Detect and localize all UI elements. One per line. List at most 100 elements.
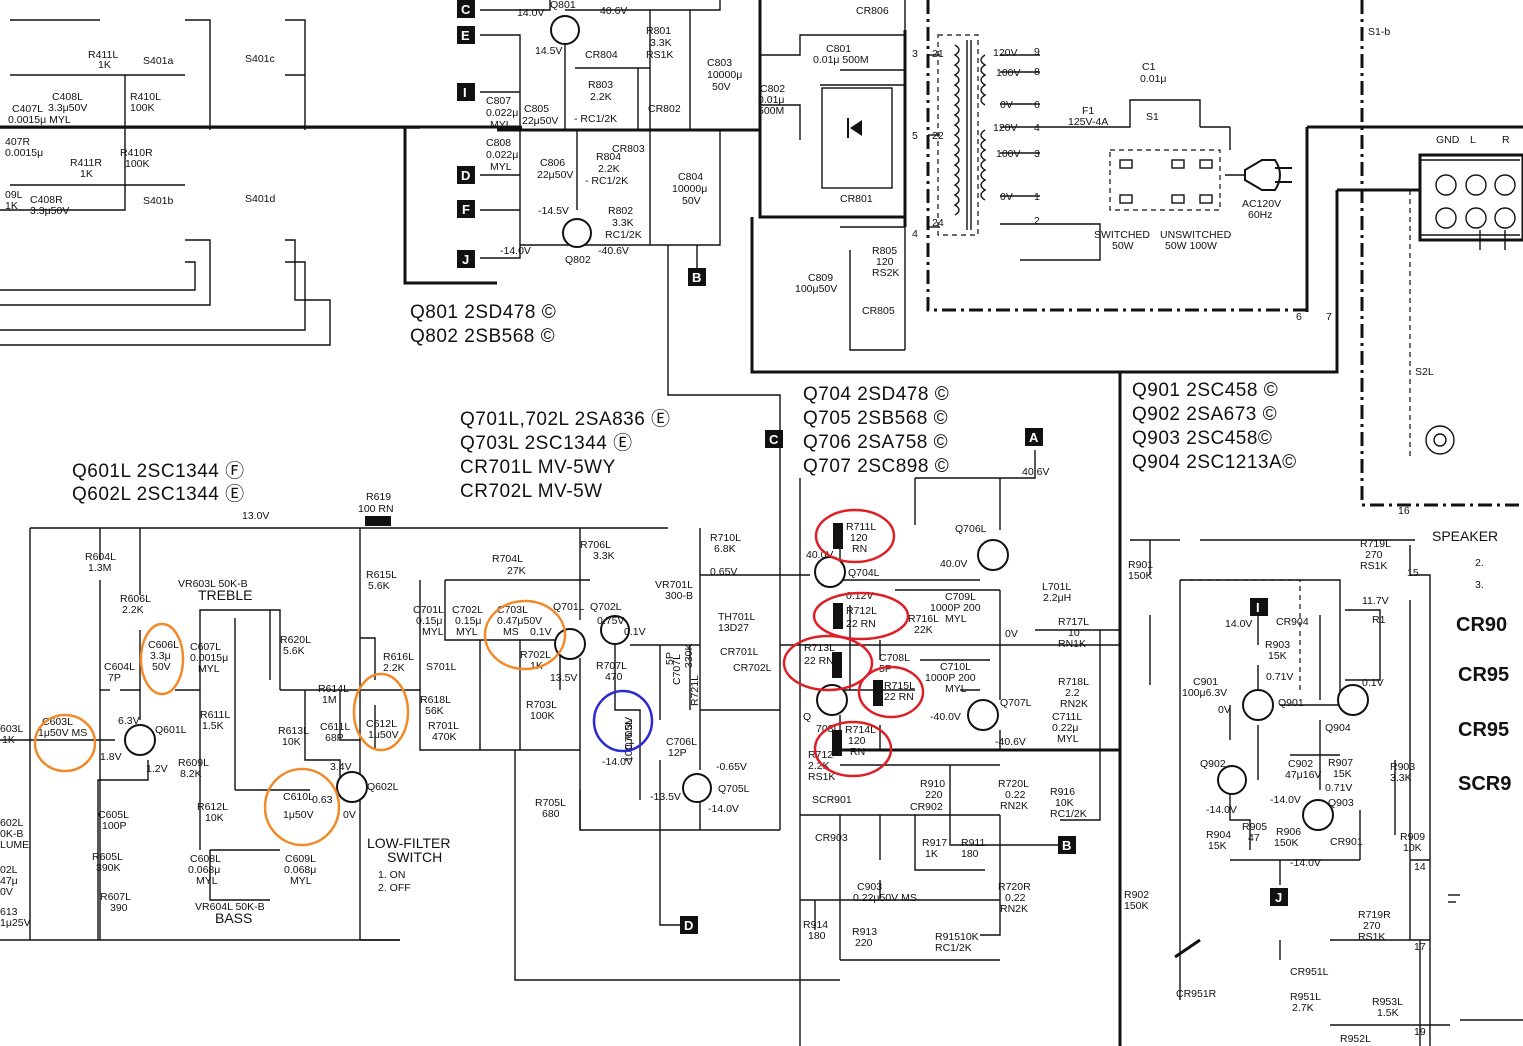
label-r915: R915 — [935, 931, 960, 943]
label-r916t: RC1/2K — [1050, 808, 1087, 820]
label-c703lt: MS — [503, 626, 519, 638]
label-c804w: 50V — [682, 195, 701, 207]
table-q705: Q705 2SB568 © — [803, 408, 948, 429]
label-c09lv: 1K — [5, 200, 18, 212]
label-s1b: S1-b — [1368, 26, 1390, 38]
pin-4b: 4 — [1034, 122, 1040, 134]
pin-2: 2 — [1034, 215, 1040, 227]
label-r605lv: 390K — [96, 862, 121, 874]
label-speaker: SPEAKER — [1432, 528, 1498, 544]
tone-labels: R411L 1K C408L 3.3μ50V R410L 100K C407L … — [0, 49, 451, 929]
label-r913v: 220 — [855, 937, 873, 949]
pin-14: 14 — [1414, 861, 1426, 873]
label-r607lv: 390 — [110, 902, 128, 914]
label-c611l: C611L — [320, 721, 350, 733]
label-s2l: S2L — [1415, 366, 1434, 378]
label-r901: R901 — [1128, 559, 1153, 571]
label-c408r: C408R — [30, 194, 63, 206]
label-vr701lv: 300-B — [665, 590, 693, 602]
label-r619v: 100 RN — [358, 503, 394, 515]
svg-text:C: C — [461, 2, 471, 17]
label-r714l: R714L — [845, 724, 876, 736]
label-r410r: R410R — [120, 147, 153, 159]
label-r801t: RS1K — [646, 49, 673, 61]
pin-3b: 3 — [1034, 148, 1040, 160]
table-cr702l: CR702L MV-5W — [460, 481, 603, 502]
label-r905: R905 — [1242, 821, 1267, 833]
svg-text:J: J — [1275, 890, 1282, 905]
output-labels: 40.6V R711L 120 RN Q706L Q704L 40.0V 40.… — [803, 466, 1089, 954]
label-v406n: -40.6V — [995, 736, 1026, 748]
label-vr701l: VR701L — [655, 579, 693, 591]
label-c710lv: 1000P 200 — [925, 672, 976, 684]
pin-15: 15 — [1407, 567, 1419, 579]
pin-7s: 7 — [1326, 311, 1332, 323]
label-q706l: Q706L — [955, 523, 987, 535]
label-r715l: R715L — [884, 680, 915, 692]
label-c711l: C711L — [1052, 711, 1082, 723]
label-c605lv: 100P — [102, 820, 127, 832]
label-r952l: R952L — [1340, 1033, 1371, 1045]
label-c407lv: 0.0015μ MYL — [8, 114, 71, 126]
label-cr701l: CR701L — [720, 646, 759, 658]
label-r607l: R607L — [100, 891, 131, 903]
label-r720lv: 0.22 — [1005, 789, 1026, 801]
flag-J-power: J — [457, 250, 475, 268]
table-q602l: Q602L 2SC1344 Ⓔ — [72, 483, 245, 505]
label-c605l: C605L — [98, 809, 129, 821]
label-s401d: S401d — [245, 193, 276, 205]
flag-A-amp: A — [1025, 428, 1043, 446]
label-v400: 40.0V — [806, 549, 833, 561]
label-c701l: C701L — [413, 604, 444, 616]
label-c613: 613 — [0, 906, 18, 918]
label-r914: R914 — [803, 919, 828, 931]
label-r906v: 150K — [1274, 837, 1299, 849]
label-c711lv: 0.22μ — [1052, 722, 1079, 734]
label-r707l: R707L — [596, 660, 627, 672]
label-r953lv: 1.5K — [1377, 1007, 1399, 1019]
label-r903bv: 3.3K — [1390, 772, 1412, 784]
label-r915v: 10K — [960, 931, 979, 943]
label-c604l: C604L — [104, 661, 135, 673]
label-r604lv: 1.3M — [88, 562, 111, 574]
label-r720lt: RN2K — [1000, 800, 1028, 812]
label-r720r: R720R — [998, 881, 1031, 893]
pin-24: 24 — [932, 217, 944, 229]
label-r707lv: 470 — [605, 671, 623, 683]
svg-text:D: D — [684, 918, 693, 933]
label-r805v: 120 — [876, 256, 894, 268]
label-r620lv: 5.6K — [283, 645, 305, 657]
label-v065n: -0.65V — [716, 761, 747, 773]
flag-B-out: B — [1058, 836, 1076, 854]
label-sp3: 3. — [1475, 579, 1484, 591]
table-q901: Q901 2SC458 © — [1132, 380, 1278, 401]
label-c603lv: 1μ50V MS — [38, 727, 87, 739]
label-c702l: C702L — [452, 604, 483, 616]
label-r: R — [1502, 134, 1510, 146]
label-c901v: 100μ6.3V — [1182, 687, 1227, 699]
label-c710lt: MYL — [945, 683, 967, 695]
flag-C-power: C — [457, 0, 475, 18]
label-cr903: CR903 — [815, 832, 848, 844]
label-r802: R802 — [608, 205, 633, 217]
label-r704lv: 27K — [507, 565, 526, 577]
label-v140n: -14.0V — [602, 756, 633, 768]
label-cr904: CR904 — [1276, 616, 1309, 628]
label-c802v: 0.01μ — [758, 94, 785, 106]
label-c408rv: 3.3μ50V — [30, 205, 69, 217]
pin-9: 9 — [1034, 46, 1040, 58]
label-r802t: RC1/2K — [605, 229, 642, 241]
label-c806v: 22μ50V — [537, 169, 573, 181]
table-q704: Q704 2SD478 © — [803, 384, 949, 405]
pin-19: 19 — [1414, 1026, 1426, 1038]
label-r410rv: 100K — [125, 158, 150, 170]
label-r615lv: 5.6K — [368, 580, 390, 592]
label-c609lv: 0.068μ — [284, 864, 316, 876]
label-v065: 0.65V — [710, 566, 737, 578]
label-r916v: 10K — [1055, 797, 1074, 809]
label-r910v: 220 — [925, 789, 943, 801]
label-v100a: 100V — [996, 67, 1021, 79]
svg-text:C: C — [769, 432, 779, 447]
label-c809: C809 — [808, 272, 833, 284]
